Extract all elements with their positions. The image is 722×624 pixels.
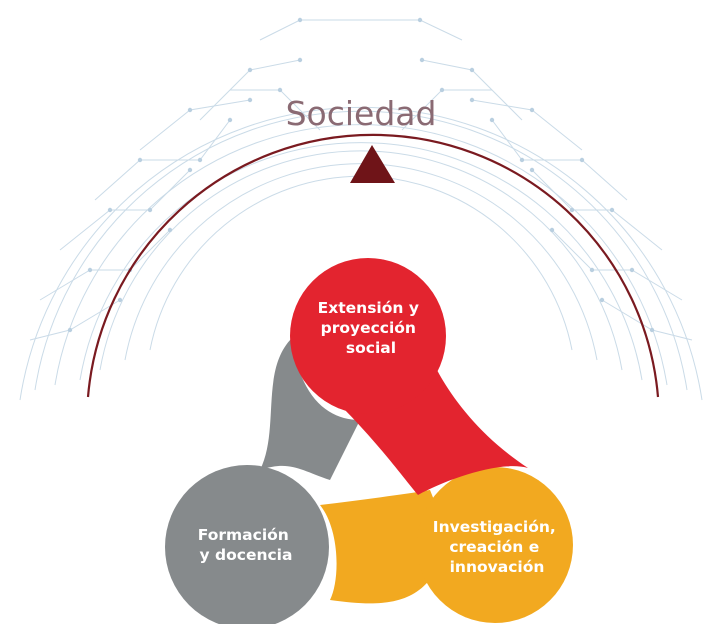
circuit-node-dot <box>599 297 605 303</box>
circuit-node-dot <box>489 117 495 123</box>
circuit-node-dot <box>629 267 635 273</box>
formacion-line-2: y docencia <box>200 546 293 564</box>
formacion-line-1: Formación <box>198 526 289 544</box>
circuit-background <box>19 19 703 401</box>
node-label-investigacion: Investigación, creación e innovación <box>433 518 561 576</box>
circuit-node-dot <box>117 297 123 303</box>
circuit-node-dot <box>67 327 73 333</box>
society-arc <box>86 133 660 398</box>
circuit-node-dot <box>147 207 153 213</box>
circuit-node-dot <box>529 167 535 173</box>
circuit-node-dot <box>419 57 425 63</box>
circuit-node-dot <box>87 267 93 273</box>
extension-line-1: Extensión y <box>318 299 419 317</box>
circuit-node-dot <box>187 107 193 113</box>
circuit-node-dot <box>167 227 173 233</box>
circuit-node-dot <box>107 207 113 213</box>
circuit-node-dot <box>247 67 253 73</box>
investigacion-line-3: innovación <box>450 558 545 576</box>
circuit-node-dot <box>297 57 303 63</box>
lobe-investigacion <box>320 467 573 623</box>
circuit-node-dot <box>187 167 193 173</box>
node-label-formacion: Formación y docencia <box>198 526 294 564</box>
circuit-node-dot <box>417 17 423 23</box>
circuit-node-dot <box>137 157 143 163</box>
lobe-extension <box>290 258 528 495</box>
circuit-node-dot <box>579 157 585 163</box>
circuit-node-dot <box>549 227 555 233</box>
circuit-node-dot <box>569 207 575 213</box>
circuit-node-dot <box>519 157 525 163</box>
circuit-node-dot <box>247 97 253 103</box>
extension-line-2: proyección <box>321 319 416 337</box>
extension-line-3: social <box>346 339 396 357</box>
circuit-node-dot <box>649 327 655 333</box>
circuit-node-dot <box>277 87 283 93</box>
circuit-node-dot <box>197 157 203 163</box>
pointer-triangle <box>350 145 395 183</box>
lobe-formacion <box>165 338 360 624</box>
circuit-node-dot <box>469 97 475 103</box>
circuit-node-dot <box>439 87 445 93</box>
node-label-extension: Extensión y proyección social <box>318 299 425 357</box>
investigacion-line-2: creación e <box>449 538 539 556</box>
circuit-node-dot <box>227 117 233 123</box>
circuit-node-dot <box>469 67 475 73</box>
circuit-node-dot <box>529 107 535 113</box>
page-title: Sociedad <box>286 94 437 133</box>
circuit-node-dot <box>589 267 595 273</box>
circuit-node-dot <box>609 207 615 213</box>
circuit-node-dot <box>297 17 303 23</box>
investigacion-line-1: Investigación, <box>433 518 556 536</box>
